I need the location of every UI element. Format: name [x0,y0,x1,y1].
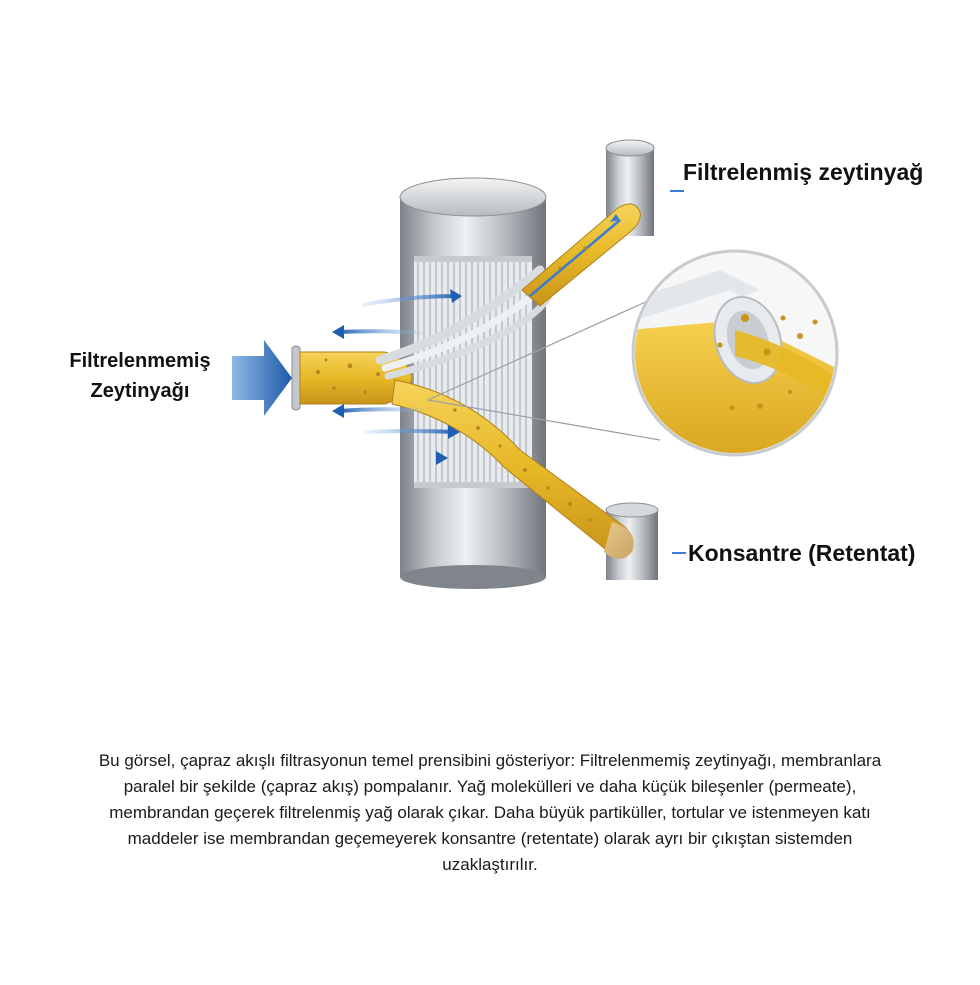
filter-vessel [400,178,546,589]
retentate-label: Konsantre (Retentat) [688,540,915,567]
retentate-label-tick [672,552,686,554]
permeate-label: Filtrelenmiş zeytinyağ [683,159,923,186]
permeate-label-tick [670,190,684,192]
magnifier-inset-icon [630,250,840,460]
inlet-label-line-2: Zeytinyağı [40,376,240,406]
inlet-arrow-icon [232,340,292,416]
diagram-caption: Bu görsel, çapraz akışlı filtrasyonun te… [90,748,890,878]
inlet-label-line-1: Filtrelenmemiş [40,346,240,376]
inlet-label: Filtrelenmemiş Zeytinyağı [40,346,240,406]
